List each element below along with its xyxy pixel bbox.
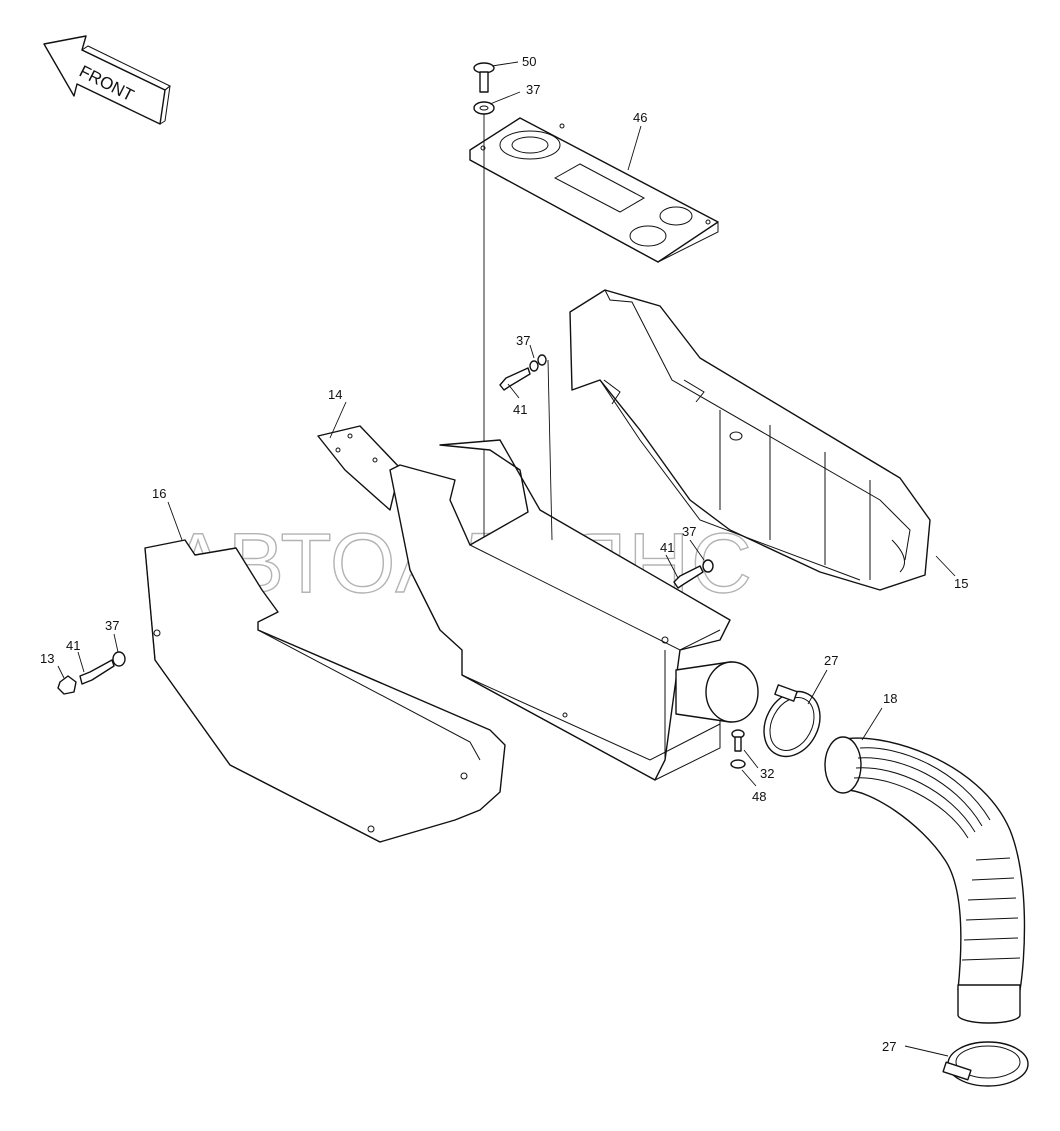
hose-clamp-lower [942,1041,1029,1087]
bolt-41-upper [499,367,531,391]
callout-37: 37 [105,618,119,633]
bolt-41-right [673,565,704,589]
callout-37: 37 [682,524,696,539]
bracket-14 [317,425,401,511]
callout-41: 41 [66,638,80,653]
top-cover-plate [469,117,719,263]
washer-48 [730,759,746,769]
callout-27: 27 [882,1039,896,1054]
callout-37: 37 [526,82,540,97]
nut-13 [57,675,77,695]
flexible-hose [824,736,1026,1024]
callout-15: 15 [954,576,968,591]
callout-14: 14 [328,387,342,402]
callout-13: 13 [40,651,54,666]
main-housing [389,439,731,781]
bolt-41-left [79,659,115,685]
washer-37-right [702,559,714,573]
callout-27: 27 [824,653,838,668]
callout-50: 50 [522,54,536,69]
callout-37: 37 [516,333,530,348]
leader-lines [57,61,956,1057]
hose-clamp-upper [763,684,821,758]
callout-46: 46 [633,110,647,125]
callout-32: 32 [760,766,774,781]
washer-37-upper [529,354,547,372]
callout-16: 16 [152,486,166,501]
front-duct [144,539,506,843]
washer-37-left [112,651,126,667]
housing-outlet-pipe [675,661,759,723]
bolt-50 [473,62,495,93]
front-direction-arrow: FRONT [43,35,171,125]
rear-duct [569,289,931,591]
callout-48: 48 [752,789,766,804]
bolt-32 [731,729,745,752]
washer-37-top [473,101,495,115]
callout-41: 41 [660,540,674,555]
callout-18: 18 [883,691,897,706]
callout-labels: 50 37 46 37 41 14 16 37 41 15 13 41 37 2… [40,54,968,1054]
callout-41: 41 [513,402,527,417]
